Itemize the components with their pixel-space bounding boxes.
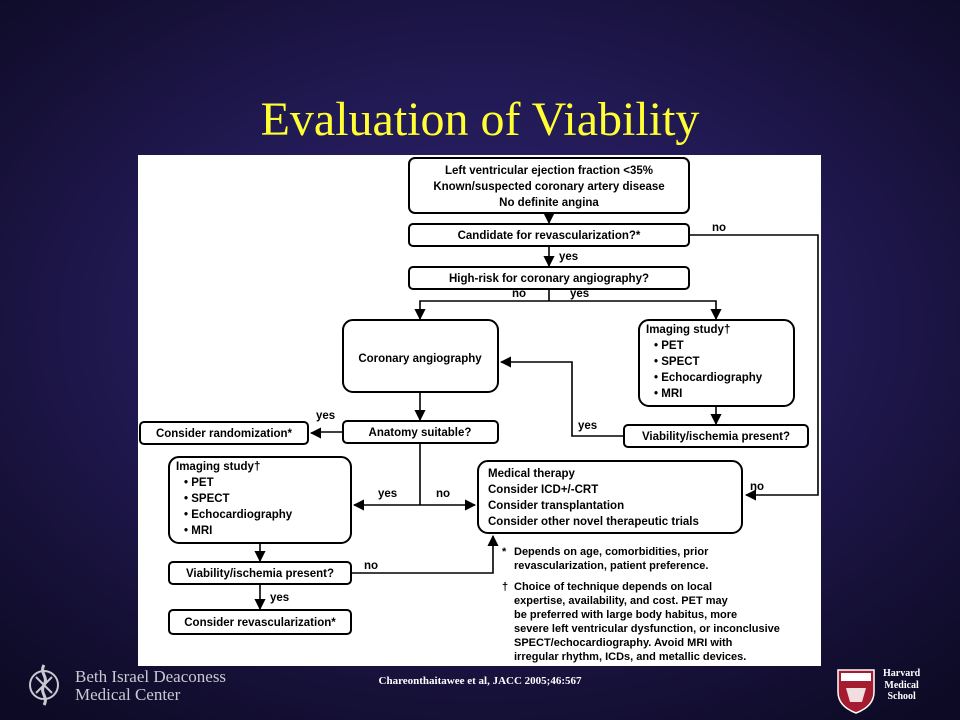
revasc-candidate-label: Candidate for revascularization?* bbox=[458, 230, 641, 242]
edge-label-no: no bbox=[712, 222, 726, 234]
medical-therapy-line: Consider ICD+/-CRT bbox=[488, 484, 598, 496]
harvard-name-line: Harvard bbox=[883, 668, 921, 679]
arrow-highrisk-no-to-angiography bbox=[414, 300, 549, 321]
start-box-line: No definite angina bbox=[499, 197, 599, 209]
flowchart-diagram: Left ventricular ejection fraction <35% … bbox=[139, 157, 819, 663]
edge-label-no: no bbox=[364, 560, 378, 572]
footnote-dagger-symbol: † bbox=[502, 581, 508, 593]
flowchart-figure: Left ventricular ejection fraction <35% … bbox=[138, 155, 821, 666]
medical-therapy-line: Consider transplantation bbox=[488, 500, 624, 512]
bidmc-logo-icon bbox=[29, 664, 59, 706]
imaging-study-left-item: • SPECT bbox=[184, 493, 230, 505]
footnote-dagger-line: severe left ventricular dysfunction, or … bbox=[514, 623, 780, 635]
imaging-study-right-item: • SPECT bbox=[654, 356, 700, 368]
consider-randomization-box bbox=[139, 421, 309, 445]
harvard-name-line: School bbox=[887, 691, 916, 702]
arrow-highrisk-yes-to-imaging bbox=[549, 300, 722, 321]
edge-label-yes: yes bbox=[378, 488, 397, 500]
edge-label-no: no bbox=[750, 481, 764, 493]
footnote-dagger-line: be preferred with large body habitus, mo… bbox=[514, 609, 737, 621]
medical-therapy-line: Medical therapy bbox=[488, 468, 576, 480]
edge-label-no: no bbox=[512, 288, 526, 300]
citation: Chareonthaitawee et al, JACC 2005;46:567 bbox=[378, 675, 582, 687]
harvard-name: Harvard Medical School bbox=[883, 668, 920, 703]
viability-left-label: Viability/ischemia present? bbox=[186, 568, 334, 580]
coronary-angiography-label: Coronary angiography bbox=[358, 353, 482, 365]
bidmc-name: Beth Israel Deaconess Medical Center bbox=[75, 668, 226, 704]
consider-randomization-label: Consider randomization* bbox=[156, 428, 293, 440]
edge-label-yes: yes bbox=[570, 288, 589, 300]
bidmc-name-line: Medical Center bbox=[75, 685, 181, 704]
imaging-study-left-item: • PET bbox=[184, 477, 214, 489]
bidmc-name-line: Beth Israel Deaconess bbox=[75, 667, 227, 686]
footnote-dagger-line: expertise, availability, and cost. PET m… bbox=[514, 595, 729, 607]
viability-right-label: Viability/ischemia present? bbox=[642, 431, 790, 443]
imaging-study-left-title: Imaging study† bbox=[176, 461, 260, 473]
arrow-candidate-no-to-medical bbox=[689, 234, 819, 501]
edge-label-no: no bbox=[436, 488, 450, 500]
arrow-anatomy-yes-to-randomization bbox=[309, 427, 343, 439]
edge-label-yes: yes bbox=[316, 410, 335, 422]
imaging-study-left-item: • MRI bbox=[184, 525, 212, 537]
footnote-dagger-line: irregular rhythm, ICDs, and metallic dev… bbox=[514, 651, 746, 663]
imaging-study-right-item: • PET bbox=[654, 340, 684, 352]
harvard-shield-icon bbox=[837, 669, 875, 714]
footnote-dagger-line: SPECT/echocardiography. Avoid MRI with bbox=[514, 637, 733, 649]
footnote-star-line: Depends on age, comorbidities, prior bbox=[514, 546, 709, 558]
start-box-line: Left ventricular ejection fraction <35% bbox=[445, 165, 653, 177]
imaging-study-left-item: • Echocardiography bbox=[184, 509, 293, 521]
footnote-dagger-line: Choice of technique depends on local bbox=[514, 581, 712, 593]
consider-revascularization-label: Consider revascularization* bbox=[184, 617, 336, 629]
edge-label-yes: yes bbox=[559, 251, 578, 263]
start-box-line: Known/suspected coronary artery disease bbox=[433, 181, 664, 193]
arrow-viability-no-to-medical bbox=[351, 534, 499, 574]
imaging-study-right-title: Imaging study† bbox=[646, 324, 730, 336]
high-risk-label: High-risk for coronary angiography? bbox=[449, 273, 649, 285]
footnote-star-symbol: * bbox=[502, 546, 507, 558]
edge-label-yes: yes bbox=[270, 592, 289, 604]
imaging-study-right-item: • MRI bbox=[654, 388, 682, 400]
anatomy-suitable-label: Anatomy suitable? bbox=[369, 427, 472, 439]
harvard-name-line: Medical bbox=[884, 679, 919, 691]
medical-therapy-box bbox=[477, 460, 743, 534]
medical-therapy-line: Consider other novel therapeutic trials bbox=[488, 516, 699, 528]
footnote-star-line: revascularization, patient preference. bbox=[514, 560, 708, 572]
imaging-study-right-item: • Echocardiography bbox=[654, 372, 763, 384]
arrow-viability-yes-to-angiography bbox=[499, 356, 624, 437]
edge-label-yes: yes bbox=[578, 420, 597, 432]
slide-title: Evaluation of Viability bbox=[260, 93, 700, 146]
